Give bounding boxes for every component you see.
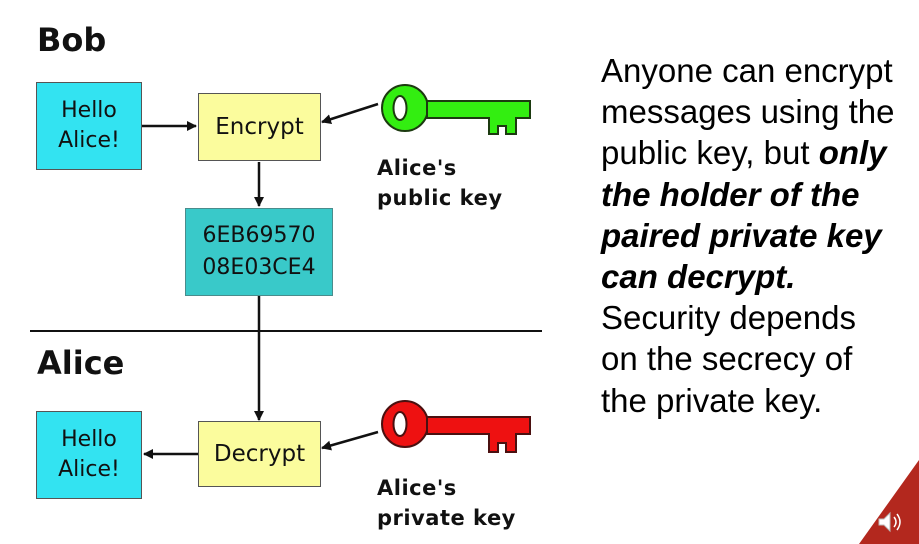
sender-label: Bob [37,21,107,59]
arrow-private-key-to-decrypt [321,430,379,451]
slide-corner [859,460,919,544]
arrow-public-key-to-encrypt [321,102,379,125]
plaintext-line: Hello [61,98,117,123]
caption-line: private key [377,506,516,530]
plaintext-line: Alice! [58,457,120,482]
private-key-icon [381,400,531,453]
decrypt-label: Decrypt [213,441,306,467]
plaintext-box-receiver: Hello Alice! [36,411,142,499]
encrypt-box: Encrypt [198,93,321,161]
public-key-caption: Alice's public key [377,153,503,213]
caption-line: Alice's [377,476,457,500]
explanation-outro: Security depends on the secrecy of the p… [601,299,856,419]
ciphertext-line: 6EB69570 [202,223,316,248]
encrypt-label: Encrypt [215,114,304,140]
decrypt-box: Decrypt [198,421,321,487]
plaintext-box-sender: Hello Alice! [36,82,142,170]
explanation-intro: Anyone can encrypt messages using the pu… [601,52,895,172]
ciphertext-box: 6EB69570 08E03CE4 [185,208,333,296]
receiver-label: Alice [37,344,125,382]
ciphertext-line: 08E03CE4 [202,255,316,280]
explanation-text: Anyone can encrypt messages using the pu… [601,50,901,421]
speaker-icon[interactable] [878,511,901,533]
caption-line: Alice's [377,156,457,180]
explanation-emphasis: only the holder of the paired private ke… [601,134,887,296]
corner-accent [859,460,919,544]
private-key-caption: Alice's private key [377,473,516,533]
plaintext-line: Alice! [58,128,120,153]
plaintext-line: Hello [61,427,117,452]
public-key-icon [381,84,531,135]
caption-line: public key [377,186,503,210]
